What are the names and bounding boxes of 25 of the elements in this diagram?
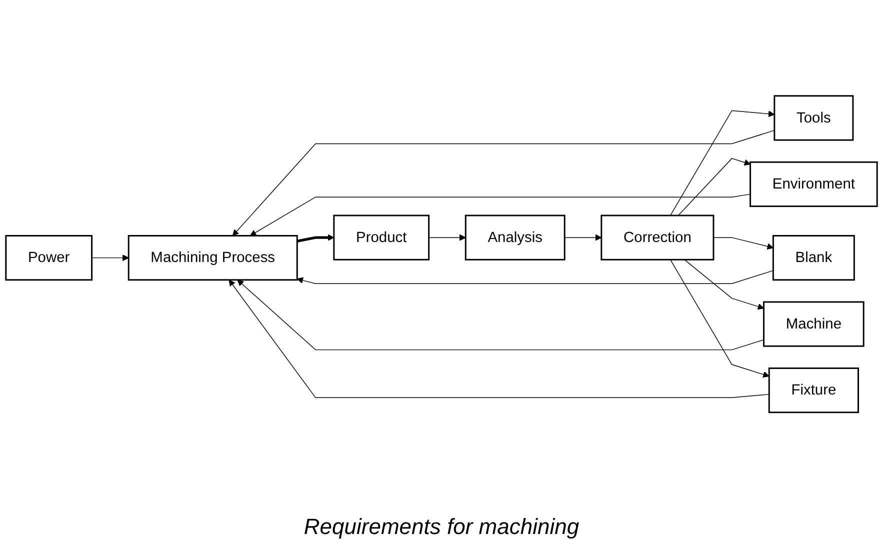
node-box: Fixture xyxy=(768,367,859,413)
arrow xyxy=(228,279,770,398)
arrow xyxy=(678,158,751,216)
node-box: Tools xyxy=(774,95,854,141)
node-box: Correction xyxy=(600,214,714,260)
node-box: Machine xyxy=(763,301,864,347)
arrow xyxy=(237,279,764,350)
arrow xyxy=(684,259,764,310)
node-box: Machining Process xyxy=(128,234,298,280)
node-box: Blank xyxy=(772,234,855,280)
arrow xyxy=(670,259,770,378)
arrow xyxy=(713,237,774,250)
arrow xyxy=(296,270,774,284)
arrow xyxy=(250,194,751,236)
arrow xyxy=(564,234,602,241)
arrow xyxy=(91,254,129,261)
node-box: Analysis xyxy=(464,214,566,260)
node-box: Environment xyxy=(750,161,878,207)
arrow xyxy=(428,234,466,241)
arrow xyxy=(670,110,775,216)
node-box: Power xyxy=(5,234,93,280)
node-box: Product xyxy=(333,214,430,260)
arrow xyxy=(296,234,334,242)
figure-caption: Requirements for machining xyxy=(304,513,580,541)
arrow xyxy=(232,130,775,236)
